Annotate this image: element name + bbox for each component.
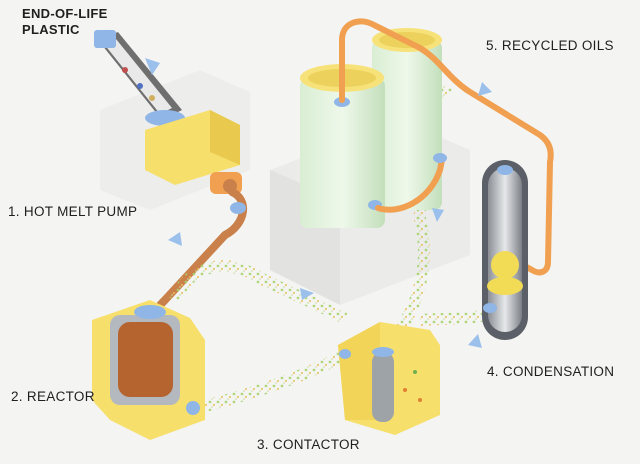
label-feedstock: END-OF-LIFE PLASTIC: [22, 6, 108, 37]
label-hot-melt-pump: 1. HOT MELT PUMP: [8, 204, 138, 219]
flow-arrow-icon: [478, 82, 492, 96]
copper-pipe: [146, 188, 248, 326]
oil-pipes: [339, 18, 554, 276]
flow-arrow-icon: [300, 288, 314, 300]
flow-arrow-icon: [432, 208, 444, 222]
label-reactor: 2. REACTOR: [11, 389, 95, 404]
label-recycled-oils: 5. RECYCLED OILS: [486, 38, 614, 53]
label-condensation: 4. CONDENSATION: [487, 364, 615, 379]
flow-arrow-icon: [168, 232, 182, 246]
flow-arrow-icon: [468, 334, 482, 348]
contactor: [338, 322, 440, 435]
pipe-fitting: [230, 202, 246, 214]
reactor: [92, 300, 205, 440]
flow-arrow-icon: [145, 58, 160, 75]
label-contactor: 3. CONTACTOR: [257, 437, 360, 452]
flow-arrows: [145, 58, 492, 348]
condenser-column: [482, 160, 528, 340]
